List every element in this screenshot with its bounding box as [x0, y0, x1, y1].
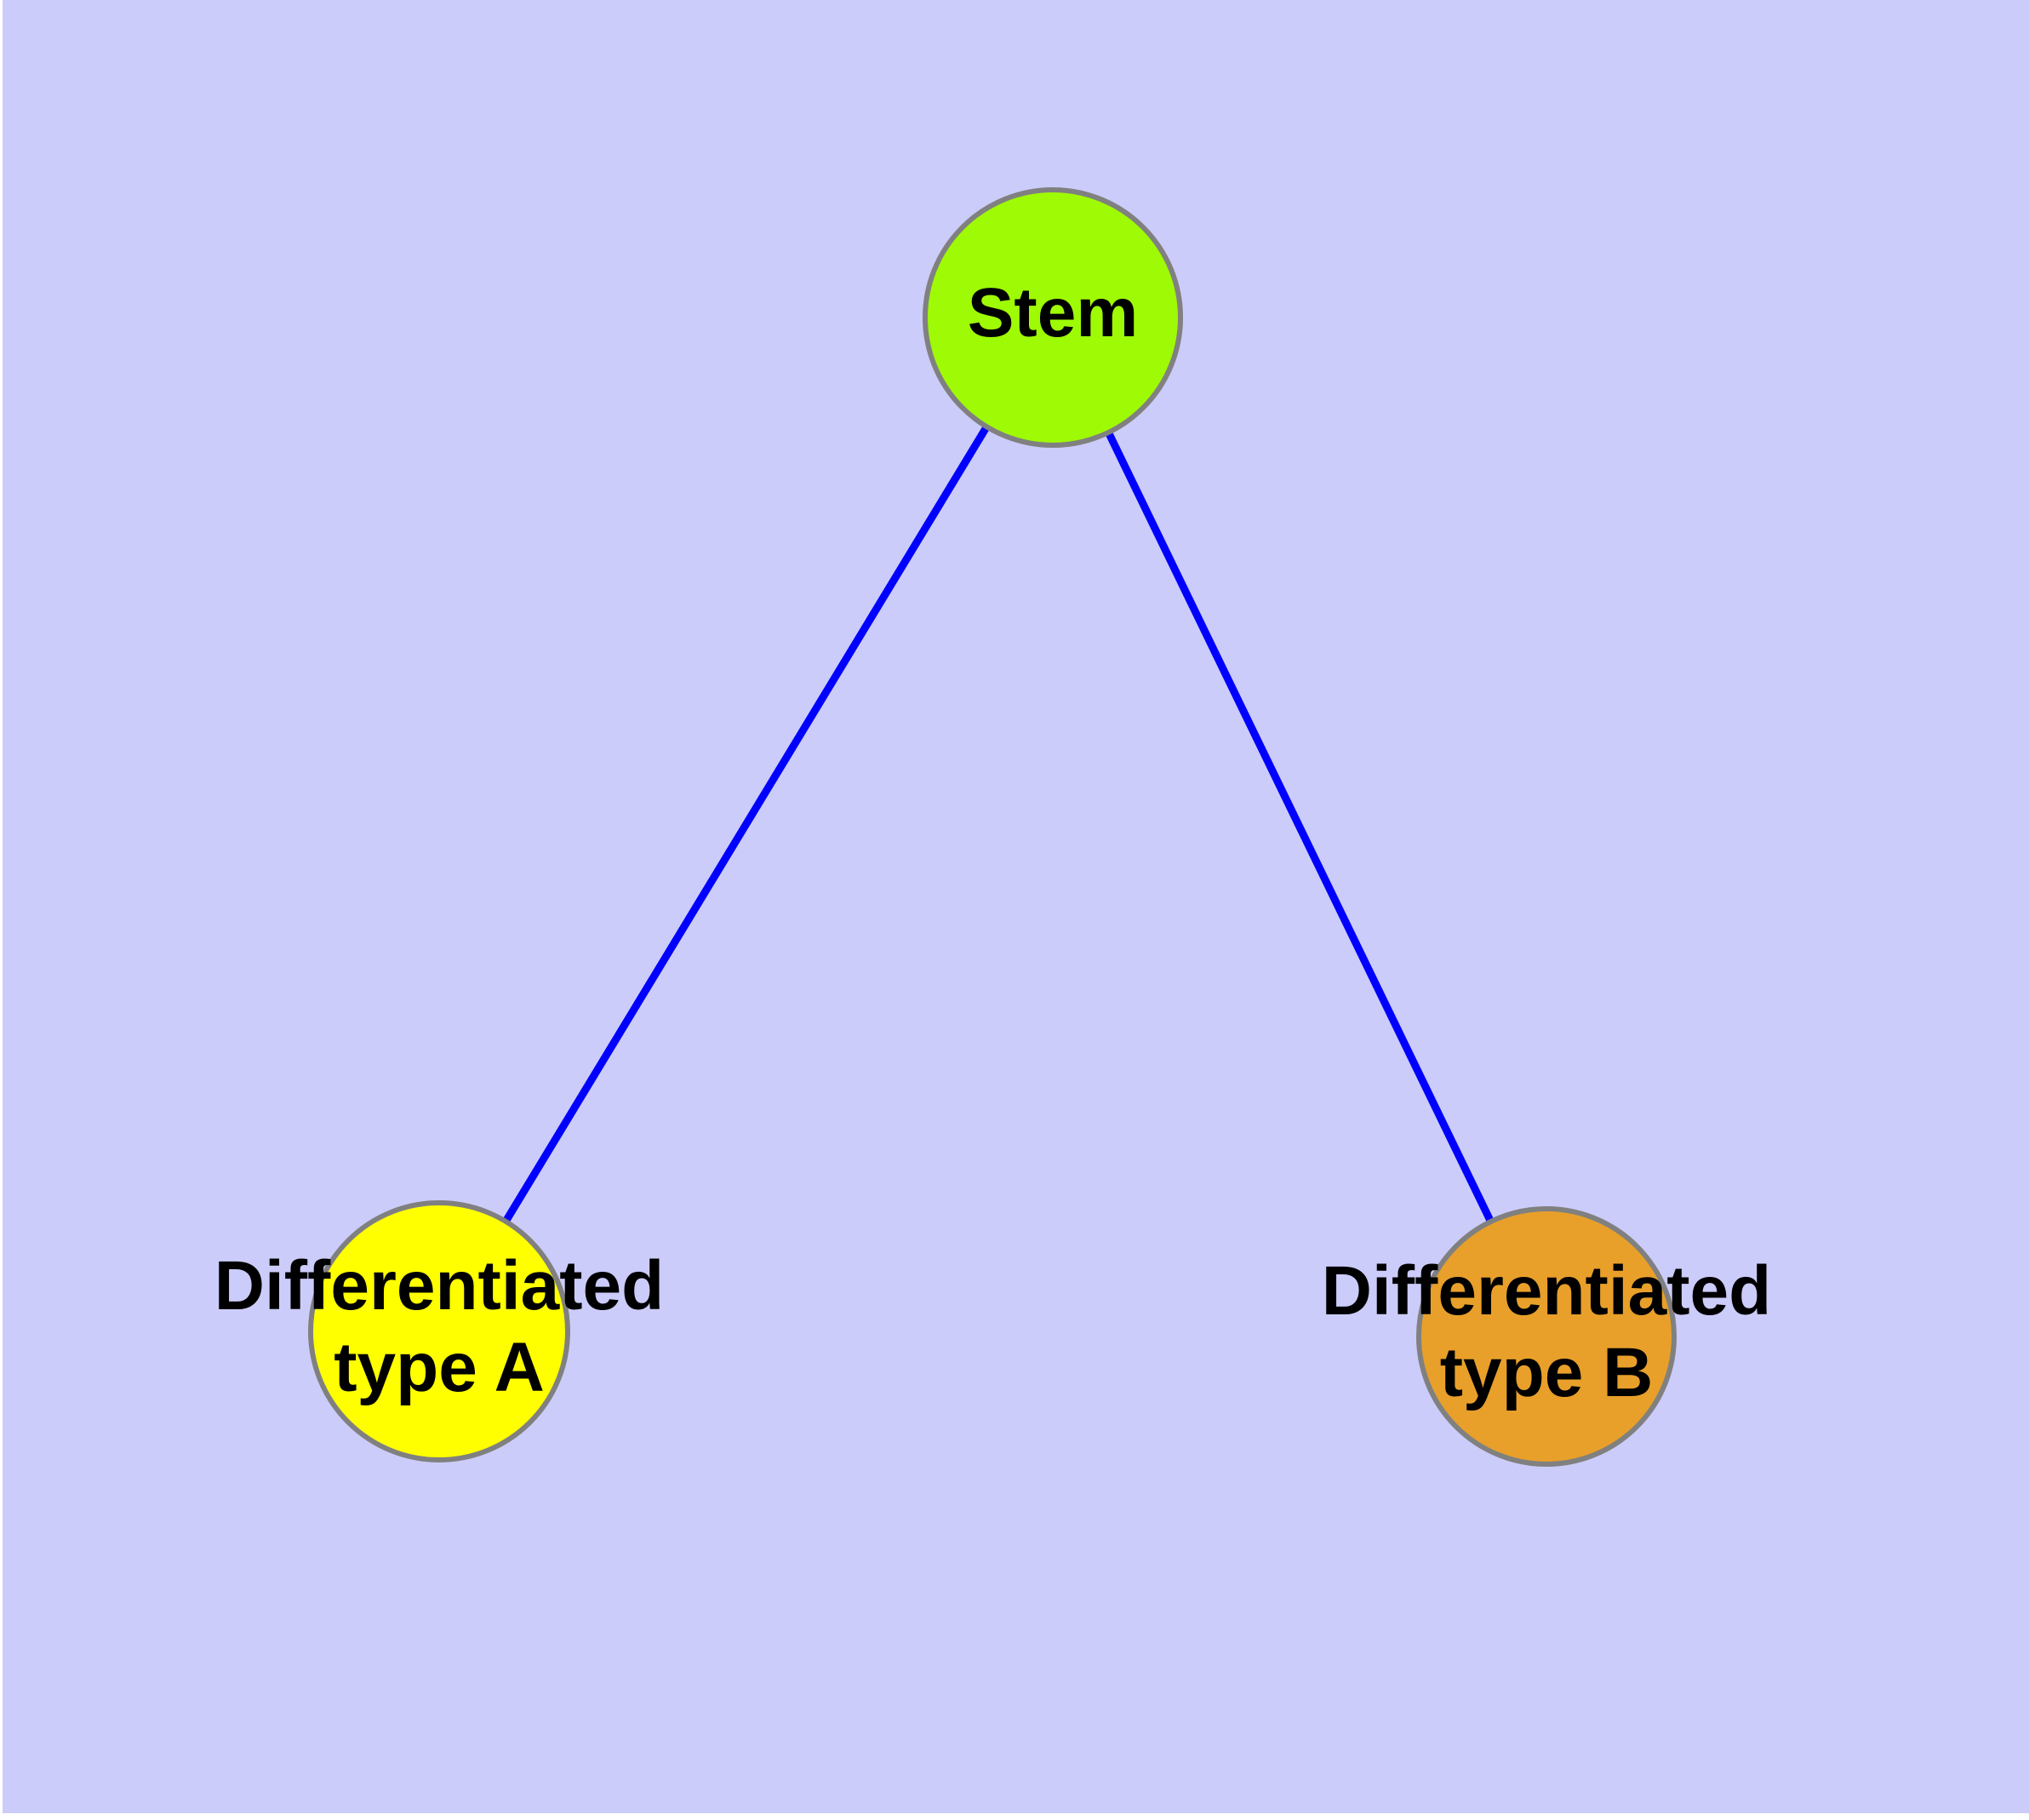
graph-edge-stem-to-diff-a[interactable]: [436, 315, 1056, 1334]
graph-node-label-line: type A: [334, 1329, 545, 1406]
graph-node-stem[interactable]: [923, 187, 1183, 448]
graph-node-label-line: Stem: [968, 274, 1139, 352]
graph-node-diff-a[interactable]: [308, 1200, 570, 1462]
graph-node-label-stem: Stem: [968, 274, 1139, 352]
edges-layer: [436, 315, 1551, 1338]
nodes-layer: [308, 187, 1677, 1467]
graph-edge-stem-to-diff-b[interactable]: [1049, 316, 1551, 1338]
graph-node-label-line: Differentiated: [1322, 1252, 1772, 1330]
graph-node-label-line: type B: [1440, 1334, 1654, 1411]
graph-node-label-line: Differentiated: [214, 1247, 665, 1325]
graph-node-diff-b[interactable]: [1416, 1206, 1677, 1467]
